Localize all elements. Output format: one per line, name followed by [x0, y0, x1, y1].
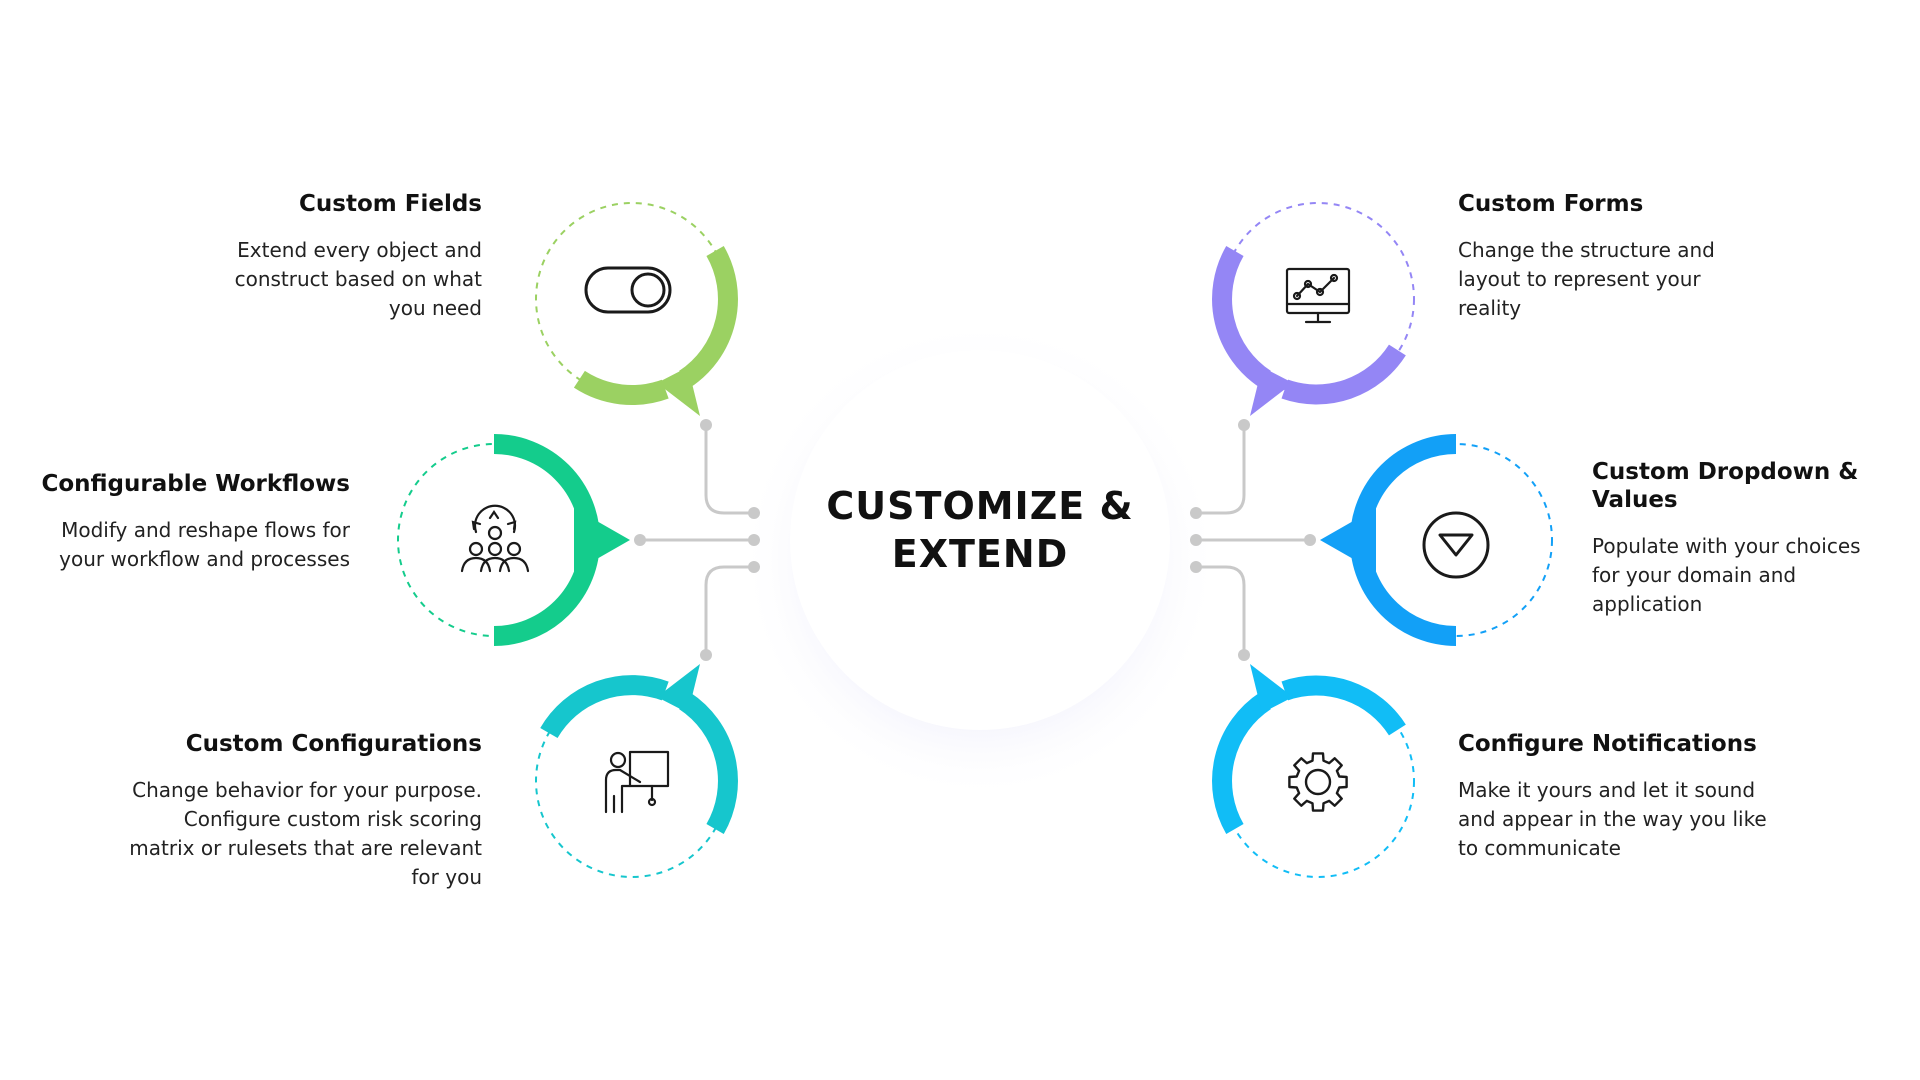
gear-icon [1288, 752, 1348, 812]
center-circle [790, 350, 1170, 730]
center-title: CUSTOMIZE & EXTEND [778, 482, 1182, 578]
team-gear-icon [460, 504, 530, 573]
card-description: Make it yours and let it sound and appea… [1458, 778, 1767, 860]
card-description: Extend every object and construct based … [234, 238, 482, 320]
card-description: Change behavior for your purpose. Config… [129, 778, 482, 889]
card-custom-fields: Custom Fields Extend every object and co… [152, 190, 482, 323]
node-custom-configurations [535, 664, 738, 878]
node-configurable-workflows [397, 434, 630, 646]
node-configure-notifications [1212, 664, 1415, 878]
card-title: Custom Dropdown & Values [1592, 459, 1859, 513]
connectors [640, 425, 1310, 655]
card-configure-notifications: Configure Notifications Make it yours an… [1458, 730, 1778, 863]
center-title-line1: CUSTOMIZE & [826, 484, 1134, 528]
toggle-switch-icon [584, 266, 672, 314]
card-title: Configurable Workflows [41, 471, 350, 497]
card-description: Change the structure and layout to repre… [1458, 238, 1715, 320]
presenter-board-icon [604, 750, 670, 814]
connector-configure-notifications [1196, 565, 1246, 655]
connector-dots [634, 419, 1316, 661]
node-custom-forms [1212, 202, 1415, 416]
card-description: Modify and reshape flows for your workfl… [59, 518, 350, 571]
connector-custom-configurations [704, 565, 754, 655]
card-configurable-workflows: Configurable Workflows Modify and reshap… [20, 470, 350, 574]
card-custom-configurations: Custom Configurations Change behavior fo… [122, 730, 482, 892]
card-custom-forms: Custom Forms Change the structure and la… [1458, 190, 1748, 323]
card-title: Custom Forms [1458, 191, 1644, 217]
card-description: Populate with your choices for your doma… [1592, 534, 1861, 616]
monitor-chart-icon [1285, 267, 1351, 324]
center-title-line2: EXTEND [891, 532, 1069, 576]
card-title: Custom Fields [299, 191, 482, 217]
card-title: Custom Configurations [185, 731, 482, 757]
connector-custom-fields [704, 425, 754, 515]
connector-custom-forms [1196, 425, 1246, 515]
dropdown-arrow-icon [1422, 511, 1490, 579]
node-custom-dropdown [1320, 434, 1553, 646]
card-title: Configure Notifications [1458, 731, 1757, 757]
node-custom-fields [535, 202, 738, 416]
card-custom-dropdown: Custom Dropdown & Values Populate with y… [1592, 458, 1892, 619]
